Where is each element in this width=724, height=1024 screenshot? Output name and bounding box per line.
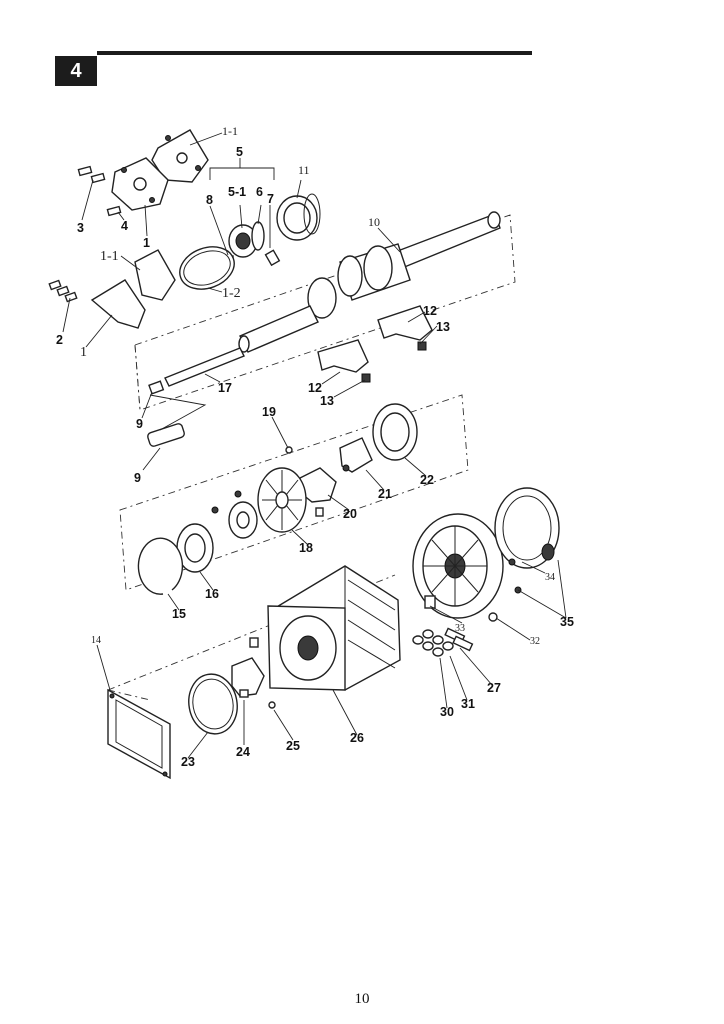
callout-1-1-top: 1-1 (222, 124, 238, 138)
callout-25: 25 (286, 739, 300, 753)
callout-34: 34 (545, 572, 555, 583)
callout-12-a: 12 (423, 304, 437, 318)
callout-18: 18 (299, 541, 313, 555)
callout-26: 26 (350, 731, 364, 745)
callout-1-b: 1 (80, 345, 87, 360)
callout-32: 32 (530, 636, 540, 647)
callout-13-b: 13 (320, 394, 334, 408)
callout-1-2: 1-2 (222, 286, 241, 301)
gasket-14 (107, 688, 171, 780)
callout-21: 21 (378, 487, 392, 501)
page-number: 10 (354, 991, 370, 1007)
callout-5: 5 (236, 145, 243, 159)
callout-7: 7 (267, 192, 274, 206)
crankshaft (394, 213, 501, 269)
callout-24: 24 (236, 745, 250, 759)
cover-plate-1-lower (90, 279, 146, 329)
callout-1-a: 1 (143, 236, 150, 250)
callout-33: 33 (455, 623, 465, 634)
callout-4: 4 (121, 219, 128, 233)
callout-13-a: 13 (436, 320, 450, 334)
callout-27: 27 (487, 681, 501, 695)
section-header-rule (97, 51, 532, 55)
callout-8: 8 (206, 193, 213, 207)
callout-2: 2 (56, 333, 63, 347)
callout-9-a: 9 (136, 417, 143, 431)
callout-14: 14 (91, 635, 101, 646)
callout-labels: 1-1 5 5-1 6 7 8 11 3 4 1 10 1-1 1-2 2 1 … (56, 124, 574, 769)
callout-1-1-mid: 1-1 (100, 249, 119, 264)
top-assembly-group (48, 129, 516, 447)
callout-15: 15 (172, 607, 186, 621)
leader-lines (62, 132, 567, 759)
callout-22: 22 (420, 473, 434, 487)
callout-10: 10 (368, 215, 380, 229)
callout-19: 19 (262, 405, 276, 419)
callout-23: 23 (181, 755, 195, 769)
callout-16: 16 (205, 587, 219, 601)
gasket-1-1 (134, 249, 176, 301)
callout-5-1: 5-1 (228, 185, 246, 199)
motor-assembly-group (107, 487, 560, 780)
callout-12-b: 12 (308, 381, 322, 395)
callout-20: 20 (343, 507, 357, 521)
callout-17: 17 (218, 381, 232, 395)
callout-3: 3 (77, 221, 84, 235)
callout-31: 31 (461, 697, 475, 711)
section-number-badge: 4 (55, 56, 97, 86)
callout-6: 6 (256, 185, 263, 199)
callout-30: 30 (440, 705, 454, 719)
middle-assembly-group (119, 394, 469, 595)
callout-11: 11 (298, 163, 310, 177)
callout-9-b: 9 (134, 471, 141, 485)
callout-35: 35 (560, 615, 574, 629)
